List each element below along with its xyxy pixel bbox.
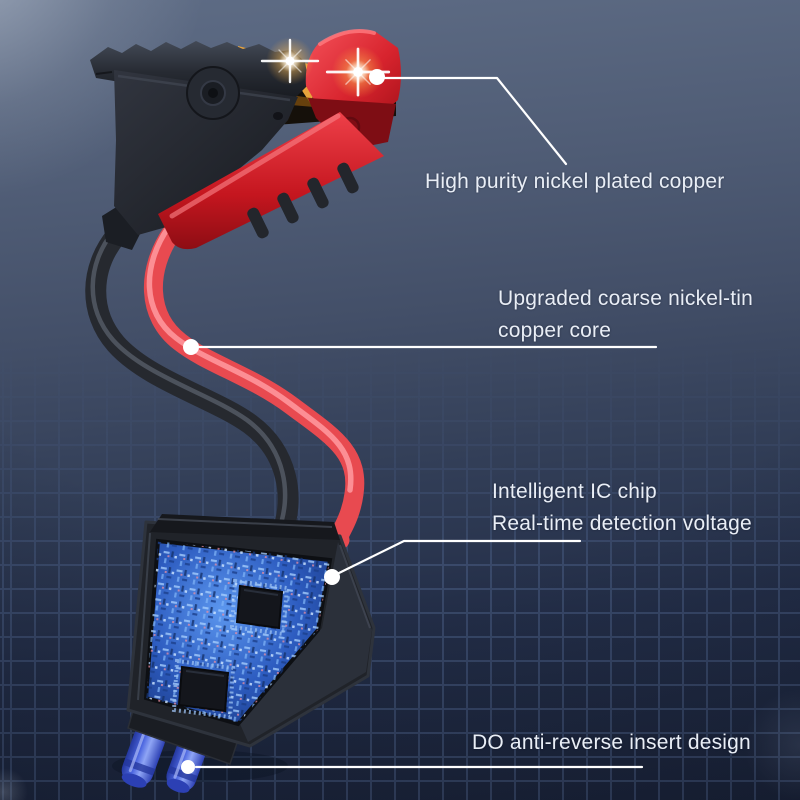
red-cable bbox=[144, 222, 365, 550]
callout-cable bbox=[183, 339, 658, 355]
jumper-clamp bbox=[90, 29, 401, 250]
clamp-pivot bbox=[186, 66, 240, 120]
module-side-face bbox=[240, 542, 372, 742]
callout-dot bbox=[181, 760, 195, 774]
callout-dot bbox=[324, 569, 340, 585]
cable-annotation-line2: copper core bbox=[498, 319, 612, 342]
cable-annotation-line1: Upgraded coarse nickel-tin bbox=[498, 287, 753, 310]
clamp-grip-ridges bbox=[247, 162, 359, 239]
callout-clamp bbox=[369, 69, 568, 166]
pcb bbox=[143, 538, 333, 727]
clamp-annotation-label: High purity nickel plated copper bbox=[425, 170, 725, 193]
connector-annotation-label: DO anti-reverse insert design bbox=[472, 731, 751, 754]
clamp-black-handle bbox=[90, 41, 309, 97]
ic-chip bbox=[229, 578, 290, 637]
clamp-black-body bbox=[114, 70, 298, 235]
chip-annotation-line1: Intelligent IC chip bbox=[492, 480, 657, 503]
callout-dot bbox=[369, 69, 385, 85]
clamp-black-tip bbox=[102, 206, 142, 250]
chip-annotation-label: Intelligent IC chip Real-time detection … bbox=[492, 476, 752, 540]
cable-annotation-label: Upgraded coarse nickel-tin copper core bbox=[498, 283, 753, 347]
black-cable bbox=[85, 225, 299, 547]
callout-dot bbox=[183, 339, 199, 355]
clamp-red-handle bbox=[158, 112, 384, 250]
callout-chip bbox=[324, 539, 582, 585]
chip-annotation-line2: Real-time detection voltage bbox=[492, 512, 752, 535]
ic-chip bbox=[171, 658, 236, 720]
callouts bbox=[181, 69, 658, 774]
callout-connector bbox=[181, 760, 644, 774]
ic-module bbox=[112, 514, 376, 793]
